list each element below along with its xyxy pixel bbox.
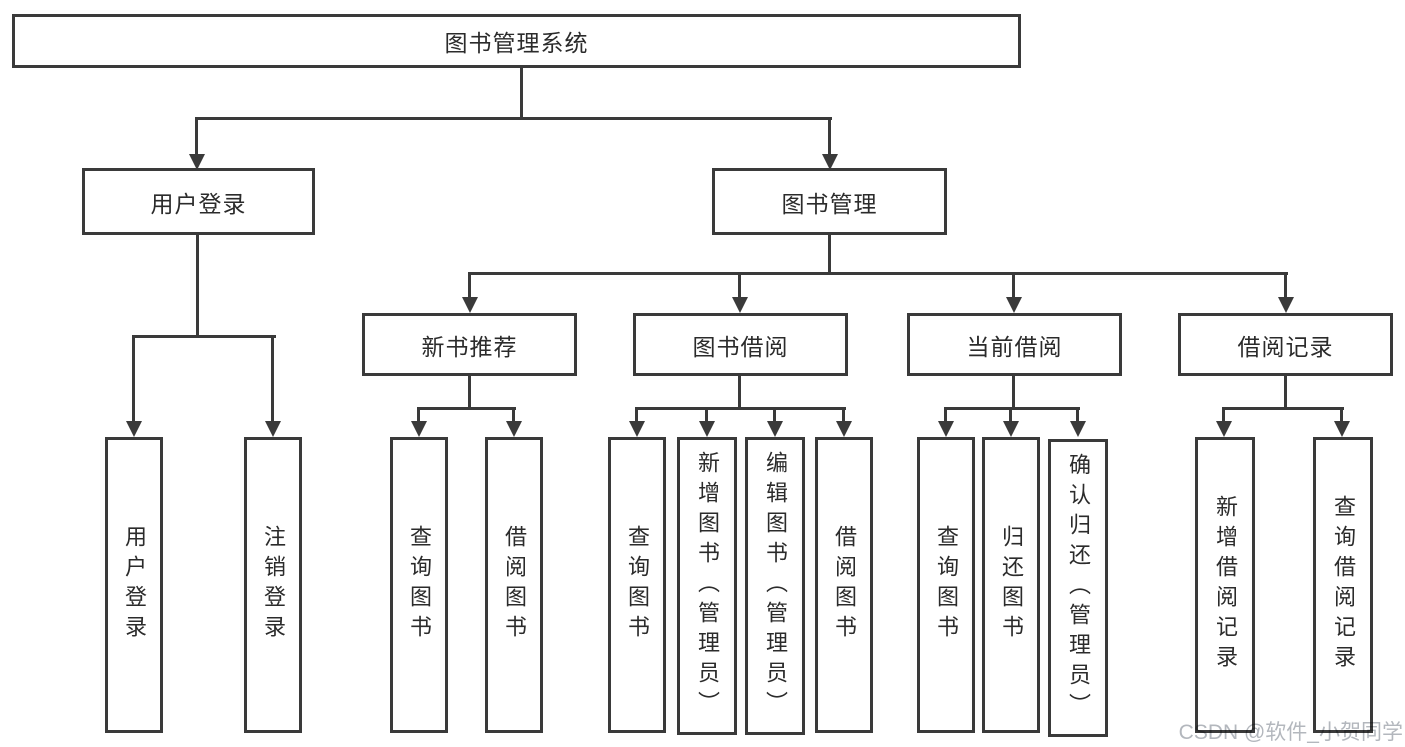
node-logout-label: 注销登录 (261, 525, 286, 645)
node-root: 图书管理系统 (12, 14, 1021, 68)
node-root-label: 图书管理系统 (444, 30, 589, 56)
node-bb-add-books-admin-label: 新增图书（管理员） (695, 451, 720, 721)
arrowhead-to-bookmgmt (828, 117, 831, 154)
arrowhead-br-add (1222, 407, 1225, 421)
connector-userlogin-drop (196, 235, 199, 335)
node-new-book-rec-label: 新书推荐 (421, 333, 518, 360)
node-bb-edit-books-admin-label: 编辑图书（管理员） (763, 451, 788, 721)
arrowhead-nbr-query (417, 407, 420, 421)
node-login-label: 用户登录 (122, 525, 147, 645)
node-bb-borrow-books: 借阅图书 (815, 437, 873, 733)
connector-bookborrow-drop (738, 376, 741, 407)
connector-rail-curborrow (944, 407, 1080, 410)
node-nbr-query-books: 查询图书 (390, 437, 448, 733)
arrowhead-bb-add (705, 407, 708, 421)
connector-rail-bookmgmt (468, 272, 1288, 275)
connector-rail-records (1222, 407, 1344, 410)
node-user-login-branch-label: 用户登录 (150, 190, 247, 217)
arrowhead-cb-query (944, 407, 947, 421)
connector-rail-level1 (196, 117, 832, 120)
node-br-add-record: 新增借阅记录 (1195, 437, 1255, 733)
node-nbr-query-books-label: 查询图书 (407, 525, 432, 645)
arrowhead-to-bookborrow (738, 272, 741, 297)
arrowhead-to-login (132, 335, 135, 421)
node-nbr-borrow-books: 借阅图书 (485, 437, 543, 733)
arrowhead-nbr-borrow (512, 407, 515, 421)
arrowhead-to-records (1284, 272, 1287, 297)
connector-root-drop (520, 68, 523, 117)
arrowhead-cb-return (1009, 407, 1012, 421)
node-book-borrow-label: 图书借阅 (692, 333, 789, 360)
node-cb-confirm-return-admin-label: 确认归还（管理员） (1066, 453, 1091, 723)
connector-rail-bookborrow (635, 407, 846, 410)
node-cb-return-books-label: 归还图书 (999, 525, 1024, 645)
node-new-book-rec: 新书推荐 (362, 313, 577, 376)
node-bb-borrow-books-label: 借阅图书 (832, 525, 857, 645)
arrowhead-br-query (1340, 407, 1343, 421)
connector-rail-userlogin (132, 335, 276, 338)
node-book-borrow: 图书借阅 (633, 313, 848, 376)
arrowhead-bb-query (635, 407, 638, 421)
node-current-borrow-label: 当前借阅 (966, 333, 1063, 360)
node-bb-add-books-admin: 新增图书（管理员） (677, 437, 737, 735)
node-cb-return-books: 归还图书 (982, 437, 1040, 733)
node-bb-edit-books-admin: 编辑图书（管理员） (745, 437, 805, 735)
node-br-query-record-label: 查询借阅记录 (1331, 495, 1356, 675)
node-borrow-records-label: 借阅记录 (1237, 333, 1334, 360)
arrowhead-to-userlogin (195, 117, 198, 154)
node-cb-query-books-label: 查询图书 (934, 525, 959, 645)
node-book-mgmt-branch-label: 图书管理 (781, 190, 878, 217)
node-book-mgmt-branch: 图书管理 (712, 168, 947, 235)
node-bb-query-books: 查询图书 (608, 437, 666, 733)
node-br-add-record-label: 新增借阅记录 (1213, 495, 1238, 675)
node-logout: 注销登录 (244, 437, 302, 733)
connector-records-drop (1284, 376, 1287, 407)
arrowhead-cb-confirm (1076, 407, 1079, 421)
connector-newrec-drop (468, 376, 471, 407)
arrowhead-to-curborrow (1012, 272, 1015, 297)
node-borrow-records: 借阅记录 (1178, 313, 1393, 376)
node-cb-confirm-return-admin: 确认归还（管理员） (1048, 439, 1108, 737)
node-br-query-record: 查询借阅记录 (1313, 437, 1373, 733)
arrowhead-to-logout (271, 335, 274, 421)
node-user-login-branch: 用户登录 (82, 168, 315, 235)
arrowhead-to-newrec (468, 272, 471, 297)
arrowhead-bb-borrow (842, 407, 845, 421)
node-bb-query-books-label: 查询图书 (625, 525, 650, 645)
arrowhead-bb-edit (773, 407, 776, 421)
csdn-watermark: CSDN @软件_小贺同学 (1178, 721, 1403, 744)
node-login: 用户登录 (105, 437, 163, 733)
node-current-borrow: 当前借阅 (907, 313, 1122, 376)
connector-bookmgmt-drop (828, 235, 831, 272)
node-nbr-borrow-books-label: 借阅图书 (502, 525, 527, 645)
connector-rail-newrec (417, 407, 516, 410)
node-cb-query-books: 查询图书 (917, 437, 975, 733)
connector-curborrow-drop (1012, 376, 1015, 407)
